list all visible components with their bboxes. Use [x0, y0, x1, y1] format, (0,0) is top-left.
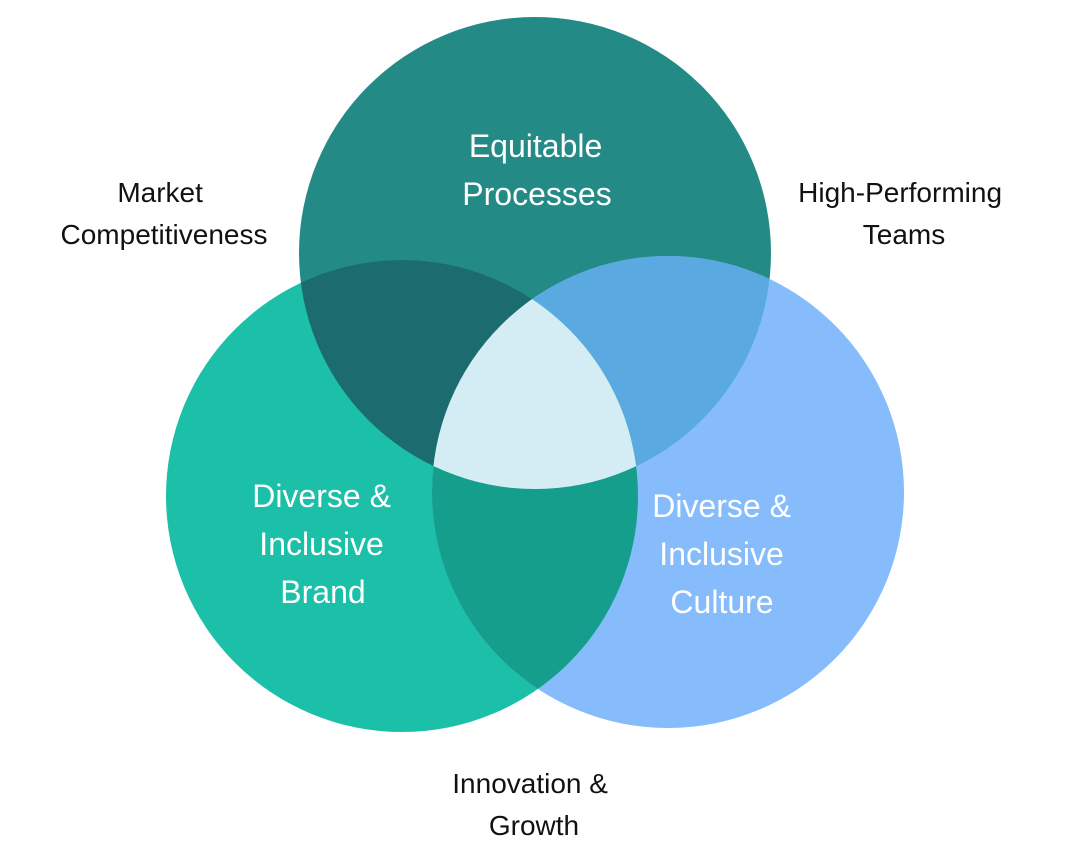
- center-overlap: [432, 260, 638, 489]
- circle-label-left-line3: Brand: [280, 574, 365, 610]
- circle-label-left-line1: Diverse &: [252, 478, 391, 514]
- outcome-label-high-performing-teams: High-Performing Teams: [798, 177, 1010, 250]
- circle-label-right-line2: Inclusive: [659, 536, 784, 572]
- outcome-label-innovation-growth: Innovation & Growth: [452, 768, 615, 841]
- circle-label-top: Equitable Processes: [462, 128, 611, 212]
- circle-label-right-line3: Culture: [670, 584, 773, 620]
- circle-label-left: Diverse & Inclusive Brand: [252, 478, 400, 610]
- outcome-label-market-competitiveness: Market Competitiveness: [61, 177, 268, 250]
- circle-label-top-line1: Equitable: [469, 128, 602, 164]
- outcome-top-left-line1: Market: [117, 177, 203, 208]
- outcome-top-right-line2: Teams: [863, 219, 945, 250]
- circle-label-right-line1: Diverse &: [652, 488, 791, 524]
- outcome-bottom-line2: Growth: [489, 810, 579, 841]
- circle-label-top-line2: Processes: [462, 176, 611, 212]
- circle-label-left-line2: Inclusive: [259, 526, 384, 562]
- circle-label-right: Diverse & Inclusive Culture: [652, 488, 800, 620]
- outcome-top-left-line2: Competitiveness: [61, 219, 268, 250]
- outcome-bottom-line1: Innovation &: [452, 768, 608, 799]
- outcome-top-right-line1: High-Performing: [798, 177, 1002, 208]
